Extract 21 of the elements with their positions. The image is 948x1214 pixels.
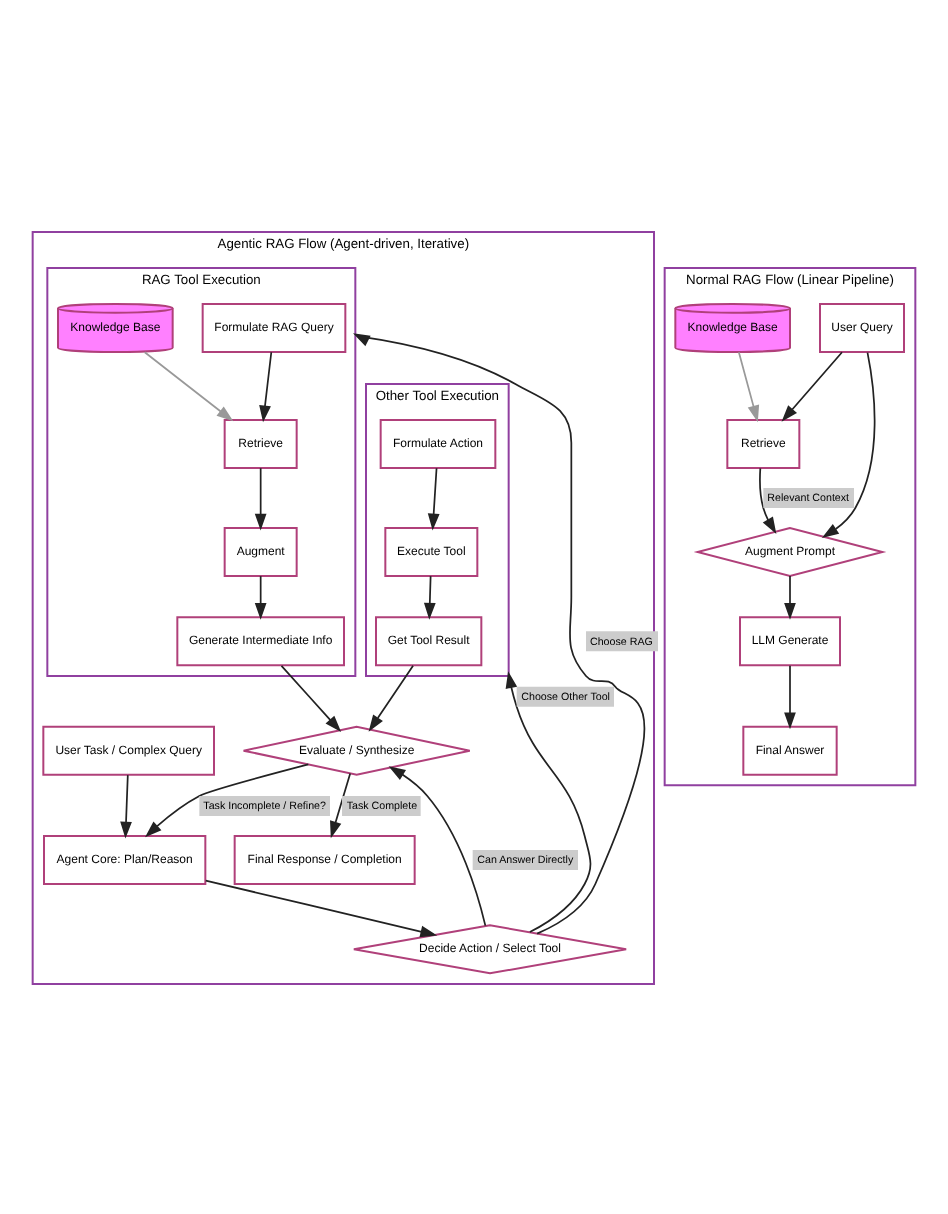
arrow bbox=[204, 878, 438, 937]
arrow bbox=[781, 350, 843, 421]
arrow bbox=[368, 663, 414, 731]
arrow bbox=[259, 350, 273, 422]
arrow bbox=[143, 350, 234, 421]
arrow bbox=[145, 762, 310, 837]
arrow bbox=[738, 350, 760, 422]
arrow bbox=[759, 466, 777, 534]
arrow bbox=[254, 466, 267, 530]
arrow bbox=[821, 350, 876, 537]
arrow bbox=[353, 332, 646, 934]
arrow bbox=[784, 663, 796, 729]
arrow bbox=[423, 574, 436, 619]
arrow bbox=[784, 574, 796, 619]
arrow bbox=[427, 466, 440, 530]
arrow bbox=[330, 771, 352, 838]
arrow bbox=[120, 773, 132, 838]
arrow bbox=[254, 574, 267, 619]
arrow bbox=[280, 663, 342, 732]
arrow bbox=[388, 765, 487, 926]
arrow bbox=[505, 670, 592, 932]
